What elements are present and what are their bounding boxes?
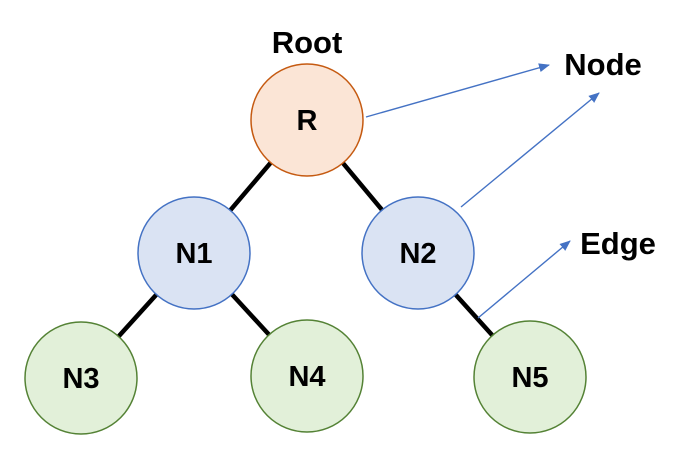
node-label-N1: N1 [175, 238, 212, 270]
tree-node-N2: N2 [361, 196, 475, 310]
tree-node-N1: N1 [137, 196, 251, 310]
node-circle-N2 [361, 196, 475, 310]
tree-node-N4: N4 [250, 319, 364, 433]
node-label-N2: N2 [399, 238, 436, 270]
annotation-node: Node [564, 47, 642, 82]
node-label-R: R [297, 105, 318, 137]
arrow-edge-callout-arrow [477, 240, 571, 319]
node-circle-N1 [137, 196, 251, 310]
node-circle-R [250, 63, 364, 177]
node-circle-N4 [250, 319, 364, 433]
node-label-N3: N3 [62, 363, 99, 395]
arrow-n2-to-node-arrow [460, 92, 600, 208]
arrow-root-to-node-arrow [365, 63, 550, 118]
annotation-edge: Edge [580, 226, 656, 261]
node-label-N4: N4 [288, 361, 325, 393]
tree-node-N3: N3 [24, 321, 138, 435]
tree-node-R: R [250, 63, 364, 177]
node-circle-N5 [473, 320, 587, 434]
tree-node-N5: N5 [473, 320, 587, 434]
node-circle-N3 [24, 321, 138, 435]
annotation-root: Root [272, 25, 343, 60]
node-label-N5: N5 [511, 362, 548, 394]
